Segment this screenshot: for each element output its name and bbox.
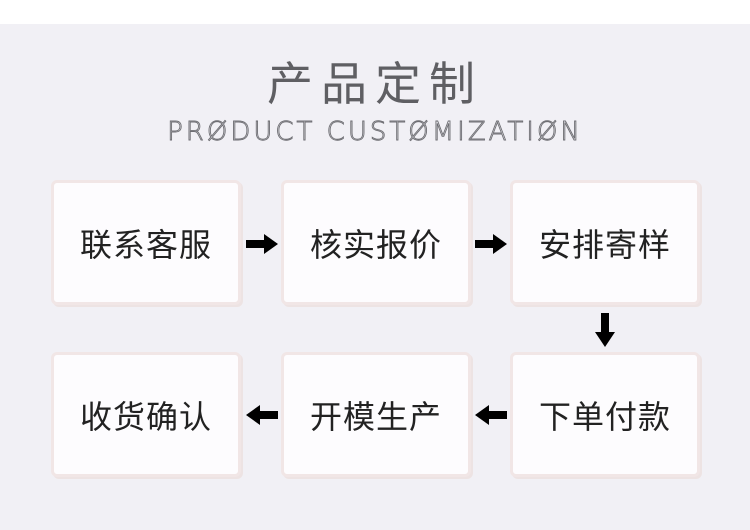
step-box-order-payment: 下单付款: [510, 352, 700, 477]
step-label: 下单付款: [538, 397, 671, 436]
step-label: 收货确认: [79, 397, 212, 436]
step-box-contact-service: 联系客服: [51, 180, 241, 305]
page-title: 产品定制: [267, 57, 483, 111]
step-box-arrange-sample: 安排寄样: [510, 180, 700, 305]
step-label: 开模生产: [309, 397, 442, 436]
top-white-band: [0, 0, 750, 24]
step-box-receipt-confirm: 收货确认: [51, 352, 241, 477]
step-label: 核实报价: [309, 225, 442, 264]
arrow-right-icon: [475, 234, 507, 254]
step-box-mold-production: 开模生产: [281, 352, 471, 477]
page-subtitle: PRØDUCT CUSTØMIZATIØN: [167, 117, 583, 148]
arrow-left-icon: [475, 405, 507, 425]
arrow-left-icon: [246, 405, 278, 425]
step-label: 联系客服: [79, 225, 212, 264]
step-label: 安排寄样: [538, 225, 671, 264]
step-box-verify-quote: 核实报价: [281, 180, 471, 305]
arrow-down-icon: [595, 313, 615, 347]
arrow-right-icon: [246, 234, 278, 254]
